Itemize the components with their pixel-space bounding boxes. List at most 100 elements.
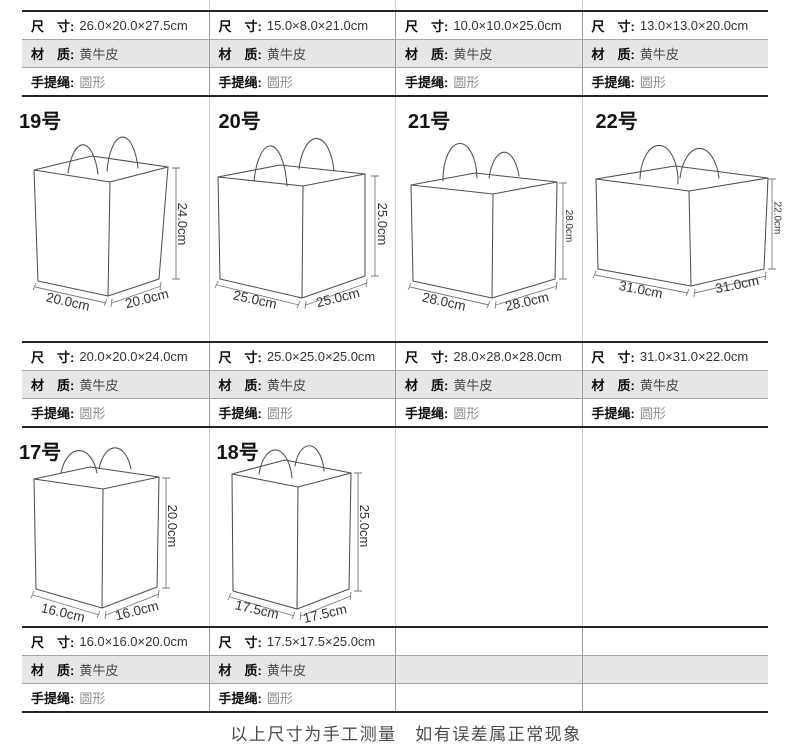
spec-label-handle: 手提绳:	[405, 75, 449, 90]
spec-value-size: 10.0×10.0×25.0cm	[453, 18, 562, 33]
spec-value-size: 20.0×20.0×24.0cm	[79, 349, 188, 364]
spec-value-handle: 圆形	[266, 406, 293, 421]
spec-cell: 尺 寸: 28.0×28.0×28.0cm	[395, 343, 582, 370]
spec-cell: 材 质:黄牛皮	[22, 371, 209, 398]
spec-value-material: 黄牛皮	[266, 378, 306, 393]
bag-width-right-label: 25.0cm	[314, 285, 361, 310]
spec-label-handle: 手提绳:	[31, 75, 75, 90]
spec-value-handle: 圆形	[79, 691, 106, 706]
bag-height-label: 25.0cm	[375, 203, 390, 246]
spec-cell-empty	[581, 684, 769, 711]
spec-label-material: 材 质:	[218, 47, 262, 62]
bag-width-right-label: 28.0cm	[504, 289, 551, 314]
spec-label-size: 尺 寸:	[591, 19, 635, 34]
spec-cell: 材 质:黄牛皮	[208, 656, 396, 683]
spec-cell: 尺 寸:31.0×31.0×22.0cm	[581, 343, 769, 370]
bag-cell-22: 22.0cm 31.0cm 31.0cm 22号	[581, 97, 782, 341]
spec-row-size: 尺 寸:20.0×20.0×24.0cm 尺 寸:25.0×25.0×25.0c…	[22, 343, 768, 370]
bag-width-right-label: 16.0cm	[114, 598, 161, 623]
spec-label-material: 材 质:	[405, 378, 449, 393]
spec-label-size: 尺 寸:	[405, 19, 449, 34]
spec-cell: 尺 寸:16.0×16.0×20.0cm	[22, 628, 209, 655]
bag-number: 17号	[19, 442, 62, 464]
bag-number: 18号	[216, 442, 259, 464]
spec-cell-empty	[395, 656, 582, 683]
bag-width-left-label: 28.0cm	[421, 289, 467, 313]
spec-label-size: 尺 寸:	[218, 635, 262, 650]
spec-cell: 材 质: 黄牛皮	[22, 40, 209, 67]
spec-cell: 手提绳:圆形	[395, 399, 582, 426]
spec-cell: 材 质:黄牛皮	[581, 40, 769, 67]
spec-label-size: 尺 寸:	[218, 19, 262, 34]
spec-row-handle: 手提绳:圆形 手提绳:圆形 手提绳:圆形 手提绳:圆形	[22, 398, 768, 426]
spec-cell: 材 质:黄牛皮	[581, 371, 769, 398]
spec-cell-empty	[581, 628, 769, 655]
spec-cell: 手提绳:圆形	[395, 68, 582, 95]
spec-cell: 材 质:黄牛皮	[395, 40, 582, 67]
spec-value-material: 黄牛皮	[266, 47, 306, 62]
spec-label-handle: 手提绳:	[591, 75, 635, 90]
bag-width-right-label: 20.0cm	[124, 286, 171, 311]
bag-drawing-21: 28.0cm 28.0cm 28.0cm	[407, 142, 574, 314]
bag-height-label: 28.0cm	[563, 210, 574, 243]
spec-cell: 手提绳:圆形	[22, 684, 209, 711]
spec-value-material: 黄牛皮	[79, 663, 119, 678]
footer: 以上尺寸为手工测量 如有误差属正常现象	[22, 713, 768, 752]
bag-width-left-label: 20.0cm	[45, 289, 91, 313]
spec-cell-empty	[395, 684, 582, 711]
spec-value-size: 31.0×31.0×22.0cm	[639, 349, 749, 364]
spec-cell: 尺 寸:15.0×8.0×21.0cm	[208, 12, 396, 39]
measurement-note: 以上尺寸为手工测量 如有误差属正常现象	[230, 725, 582, 744]
spec-value-handle: 圆形	[639, 75, 666, 90]
spec-label-size: 尺 寸:	[31, 350, 75, 365]
spec-row-material: 材 质:黄牛皮 材 质:黄牛皮 材 质:黄牛皮 材 质:黄牛皮	[22, 39, 768, 67]
spec-value-handle: 圆形	[639, 406, 666, 421]
bag-drawing-22: 22.0cm 31.0cm 31.0cm	[592, 144, 782, 301]
bag-number: 22号	[595, 111, 638, 133]
bag-width-left-label: 16.0cm	[40, 600, 87, 625]
spec-value-handle: 圆形	[266, 75, 293, 90]
spec-label-material: 材 质:	[218, 663, 262, 678]
spec-label-material: 材 质:	[31, 47, 75, 62]
spec-cell: 尺 寸: 13.0×13.0×20.0cm	[581, 12, 769, 39]
spec-cell: 尺 寸: 10.0×10.0×25.0cm	[395, 12, 582, 39]
bag-height-label: 20.0cm	[165, 505, 180, 548]
bag-height-label: 25.0cm	[357, 505, 372, 548]
spec-block-bottom: 尺 寸:16.0×16.0×20.0cm 尺 寸:17.5×17.5×25.0c…	[22, 626, 768, 713]
spec-row-size: 尺 寸:26.0×20.0×27.5cm 尺 寸:15.0×8.0×21.0cm…	[22, 12, 768, 39]
bag-cell-empty-1	[395, 428, 582, 626]
bag-drawing-20: 25.0cm 25.0cm 25.0cm	[214, 138, 390, 312]
spec-row-material: 材 质:黄牛皮 材 质:黄牛皮	[22, 655, 768, 683]
bag-cell-empty-2	[581, 428, 769, 626]
spec-cell: 手提绳:圆形	[22, 68, 209, 95]
spec-cell: 材 质: 黄牛皮	[395, 371, 582, 398]
spec-value-size: 13.0×13.0×20.0cm	[639, 18, 749, 33]
spec-label-handle: 手提绳:	[405, 406, 449, 421]
bag-number: 21号	[408, 111, 451, 133]
bag-number: 20号	[218, 111, 261, 133]
spec-label-handle: 手提绳:	[591, 406, 635, 421]
spec-block-middle: 尺 寸:20.0×20.0×24.0cm 尺 寸:25.0×25.0×25.0c…	[22, 341, 768, 428]
spec-value-size: 28.0×28.0×28.0cm	[453, 349, 562, 364]
bag-drawing-17: 20.0cm 16.0cm 16.0cm	[30, 447, 180, 625]
spec-cell: 手提绳:圆形	[208, 684, 396, 711]
spec-value-material: 黄牛皮	[639, 47, 679, 62]
bag-height-label: 22.0cm	[771, 202, 782, 235]
spec-label-handle: 手提绳:	[31, 406, 75, 421]
bag-illustration-row-1: 24.0cm 20.0cm 20.0cm 19号 25.0cm 25.0cm 2…	[19, 97, 782, 341]
spec-cell: 尺 寸:26.0×20.0×27.5cm	[22, 12, 209, 39]
spec-value-handle: 圆形	[266, 691, 293, 706]
spec-block-top: 尺 寸:26.0×20.0×27.5cm 尺 寸:15.0×8.0×21.0cm…	[22, 10, 768, 97]
spec-value-material: 黄牛皮	[79, 47, 119, 62]
spec-label-material: 材 质:	[405, 47, 449, 62]
spec-label-size: 尺 寸:	[405, 350, 449, 365]
spec-row-material: 材 质:黄牛皮 材 质:黄牛皮 材 质:黄牛皮 材 质:黄牛皮	[22, 370, 768, 398]
spec-label-material: 材 质:	[31, 663, 75, 678]
spec-cell: 手提绳: 圆形	[581, 68, 769, 95]
spec-value-material: 黄牛皮	[453, 378, 493, 393]
bag-cell-21: 28.0cm 28.0cm 28.0cm 21号	[395, 97, 582, 341]
spec-cell: 材 质: 黄牛皮	[22, 656, 209, 683]
spec-value-material: 黄牛皮	[639, 378, 679, 393]
spec-label-material: 材 质:	[218, 378, 262, 393]
spec-value-material: 黄牛皮	[79, 378, 119, 393]
